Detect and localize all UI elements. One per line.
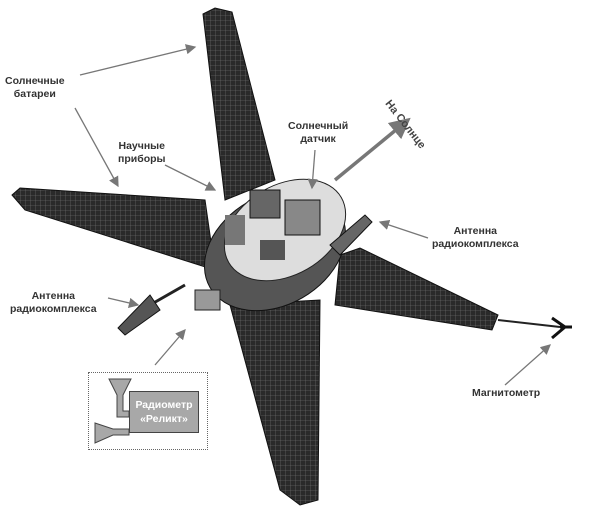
- label-line: радиокомплекса: [432, 238, 519, 250]
- radiometer-unit: [194, 289, 221, 311]
- magnetometer-boom: [497, 316, 572, 340]
- label-line: приборы: [118, 153, 166, 165]
- label-sun-sensor: Солнечный датчик: [288, 120, 348, 146]
- horn-antenna-icons: [94, 378, 132, 444]
- label-line: Солнечные: [5, 75, 65, 87]
- solar-panel-right: [334, 247, 499, 331]
- solar-panel-top: [202, 7, 276, 201]
- label-instruments: Научные приборы: [118, 140, 166, 166]
- label-magnetometer: Магнитометр: [472, 387, 541, 399]
- label-line: Научные: [118, 140, 165, 152]
- radiometer-box: Радиометр «Реликт»: [129, 391, 199, 433]
- label-line: Радиометр: [135, 399, 193, 411]
- label-line: батареи: [13, 88, 56, 100]
- label-antenna-left: Антенна радиокомплекса: [10, 290, 97, 316]
- antenna-right: [329, 214, 373, 256]
- label-line: «Реликт»: [140, 413, 188, 425]
- antenna-left: [117, 283, 186, 336]
- solar-panel-bottom: [229, 299, 321, 506]
- label-solar-panels: Солнечные батареи: [5, 75, 65, 101]
- radiometer-inset: Радиометр «Реликт»: [88, 372, 208, 450]
- label-line: Солнечный: [288, 120, 349, 132]
- spacecraft-body: [203, 178, 347, 312]
- label-line: датчик: [300, 133, 336, 145]
- label-line: радиокомплекса: [10, 303, 97, 315]
- callout-arrows: [74, 44, 551, 386]
- label-line: Антенна: [31, 290, 76, 302]
- label-antenna-right: Антенна радиокомплекса: [432, 225, 519, 251]
- label-line: Антенна: [453, 225, 498, 237]
- solar-panel-left: [11, 187, 216, 271]
